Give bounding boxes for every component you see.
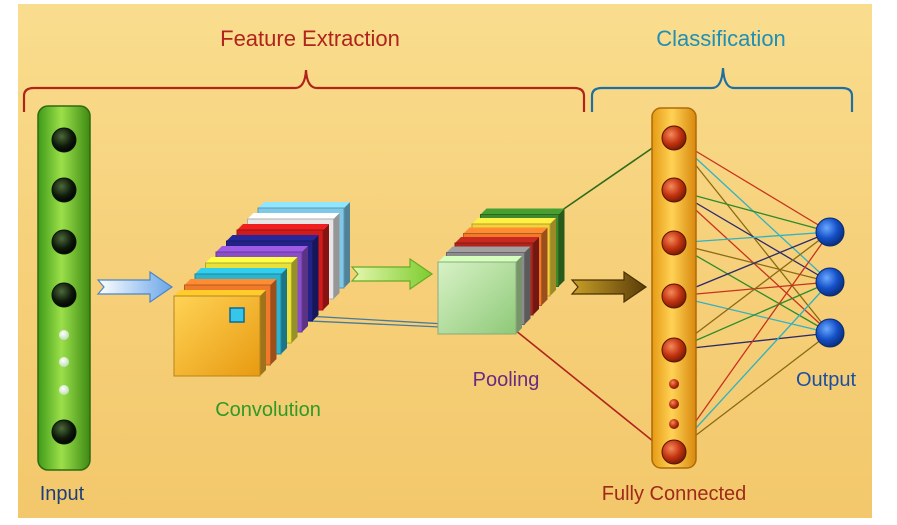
fc-dot bbox=[669, 399, 679, 409]
conv-layer-side bbox=[281, 268, 287, 354]
conv-layer-top bbox=[174, 290, 266, 296]
input-dot bbox=[59, 385, 69, 395]
output-label: Output bbox=[796, 369, 856, 391]
conv-layer-side bbox=[333, 213, 340, 299]
conv-layer-top bbox=[205, 257, 298, 263]
fc-node bbox=[661, 230, 687, 256]
input-to-conv-arrow bbox=[96, 270, 174, 304]
pool-layer-top bbox=[455, 237, 539, 243]
pool-layer-top bbox=[438, 256, 522, 262]
fc-edge bbox=[673, 332, 831, 453]
output-node bbox=[815, 318, 845, 348]
pool-to-fc-top-line bbox=[554, 139, 665, 216]
input-node bbox=[51, 229, 77, 255]
input-node bbox=[51, 177, 77, 203]
conv-kernel bbox=[229, 307, 245, 323]
pool-layer-side bbox=[516, 256, 522, 334]
fc-edge bbox=[673, 137, 831, 233]
conv-layer-top bbox=[237, 224, 329, 230]
pool-layer-side bbox=[550, 218, 556, 296]
classification-bracket bbox=[590, 67, 854, 112]
fc-edge bbox=[673, 281, 831, 351]
conv-layer-side bbox=[323, 224, 329, 310]
convolution-label: Convolution bbox=[215, 399, 321, 421]
convolution-stack bbox=[173, 202, 350, 377]
pool-feature-map bbox=[437, 261, 517, 335]
fc-node bbox=[661, 439, 687, 465]
fc-edge bbox=[673, 231, 831, 297]
conv-layer-side bbox=[260, 290, 266, 376]
input-node bbox=[51, 127, 77, 153]
input-dot bbox=[59, 357, 69, 367]
input-node bbox=[51, 419, 77, 445]
fc-edge bbox=[673, 189, 831, 283]
input-node bbox=[51, 282, 77, 308]
feature-extraction-bracket bbox=[22, 69, 586, 112]
conv-layer-top bbox=[184, 279, 277, 285]
input-layer bbox=[37, 105, 91, 471]
conv-layer-side bbox=[291, 257, 298, 343]
fc-dot bbox=[669, 419, 679, 429]
conv-layer-top bbox=[258, 202, 350, 208]
conv-layer-top bbox=[195, 268, 287, 274]
pooling-label: Pooling bbox=[473, 369, 540, 391]
pool-layer-top bbox=[480, 208, 565, 215]
fc-edge bbox=[673, 295, 831, 334]
fc-edge bbox=[673, 231, 831, 244]
input-label: Input bbox=[40, 483, 85, 505]
fc-node bbox=[661, 177, 687, 203]
fc-edge bbox=[673, 231, 831, 351]
conv-layer-side bbox=[302, 246, 308, 332]
fc-edge bbox=[673, 137, 831, 283]
conv-layer-top bbox=[216, 246, 308, 252]
pool-layer-top bbox=[472, 218, 556, 224]
fc-edge bbox=[673, 189, 831, 233]
conv-layer-side bbox=[270, 279, 277, 365]
output-node bbox=[815, 267, 845, 297]
pool-to-fc-bottom-line bbox=[514, 329, 665, 451]
pooling-connections bbox=[514, 139, 665, 451]
conv-layer-top bbox=[226, 235, 319, 241]
pool-layer-side bbox=[533, 237, 539, 315]
fully-connected-layer bbox=[651, 107, 697, 469]
fc-node bbox=[661, 125, 687, 151]
conv-layer-top bbox=[247, 213, 340, 219]
fully-connected-label: Fully Connected bbox=[602, 483, 747, 505]
output-node bbox=[815, 217, 845, 247]
pool-layer-side bbox=[541, 227, 548, 306]
output-layer bbox=[815, 217, 845, 348]
fc-edge bbox=[673, 231, 831, 453]
pool-layer-side bbox=[524, 246, 531, 325]
conv-to-pool-arrow bbox=[350, 257, 434, 291]
fc-edge bbox=[673, 242, 831, 334]
pool-to-fc-arrow bbox=[570, 270, 648, 304]
fc-edge bbox=[673, 281, 831, 453]
pool-layer-side bbox=[558, 208, 565, 287]
fc-edge bbox=[673, 281, 831, 297]
fc-edge bbox=[673, 242, 831, 283]
feature-extraction-label: Feature Extraction bbox=[220, 26, 400, 51]
conv-feature-map bbox=[173, 295, 261, 377]
pooling-stack bbox=[437, 208, 565, 335]
conv-layer-side bbox=[312, 235, 319, 321]
fc-node bbox=[661, 337, 687, 363]
pool-layer-top bbox=[463, 227, 548, 234]
fc-output-connections bbox=[673, 137, 831, 453]
fc-node bbox=[661, 283, 687, 309]
pool-layer-top bbox=[446, 246, 531, 253]
input-dot bbox=[59, 330, 69, 340]
conv-layer-side bbox=[344, 202, 350, 288]
fc-dot bbox=[669, 379, 679, 389]
fc-edge bbox=[673, 189, 831, 334]
classification-label: Classification bbox=[656, 26, 786, 51]
